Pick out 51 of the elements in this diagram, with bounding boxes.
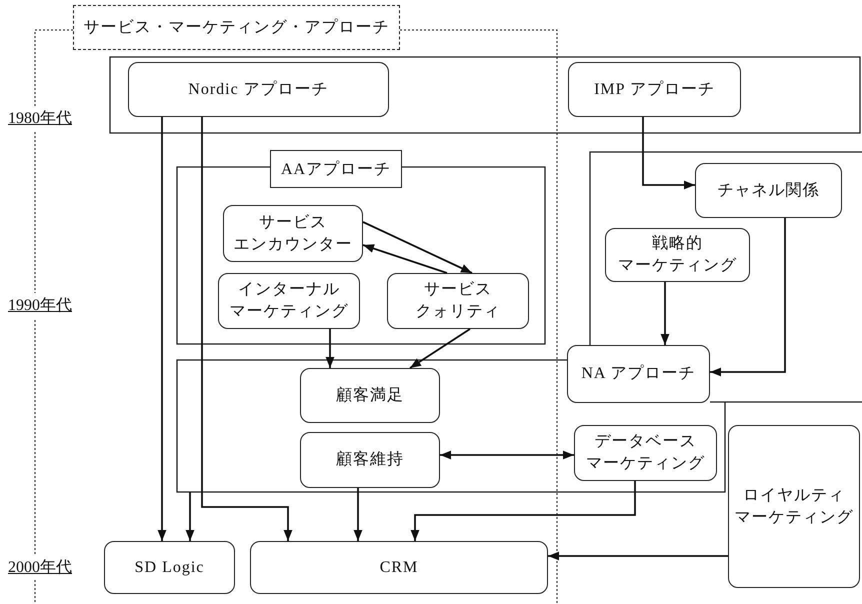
process-box	[605, 228, 750, 282]
box-label: NA アプローチ	[581, 364, 696, 384]
box-label: 顧客満足	[336, 386, 404, 406]
process-box	[300, 432, 440, 488]
group-frame	[110, 57, 860, 133]
process-box	[223, 205, 363, 262]
arrow	[710, 218, 786, 376]
box-label: SD Logic	[134, 558, 204, 578]
process-box	[567, 345, 710, 403]
process-box	[387, 273, 529, 329]
box-label: ロイヤルティマーケティング	[734, 486, 854, 528]
arrow	[642, 117, 695, 190]
group-heading: サービス・マーケティング・アプローチ	[73, 5, 400, 50]
arrow	[186, 492, 194, 541]
box-label: 戦略的マーケティング	[618, 234, 737, 276]
process-box	[300, 368, 440, 423]
decade-label: 1990年代	[8, 293, 72, 318]
process-box	[728, 425, 860, 588]
box-label: サービスエンカウンター	[234, 212, 352, 254]
process-box	[128, 62, 389, 117]
group-frame	[177, 360, 725, 492]
process-box	[250, 541, 548, 594]
arrow	[410, 481, 636, 541]
process-box	[104, 541, 235, 594]
group-frame	[590, 152, 862, 345]
arrow	[158, 117, 166, 541]
box-label: チャネル関係	[718, 180, 820, 201]
box-label: サービスクォリティ	[416, 280, 500, 322]
box-label: インターナルマーケティング	[230, 280, 348, 322]
arrow	[362, 221, 472, 274]
arrow	[201, 117, 292, 541]
arrow	[354, 488, 362, 541]
box-label: CRM	[380, 558, 418, 578]
arrow	[362, 244, 448, 274]
box-label: IMP アプローチ	[594, 80, 715, 100]
process-box	[574, 425, 717, 481]
process-box	[218, 273, 360, 329]
process-box	[695, 163, 842, 218]
group-heading: AAアプローチ	[270, 150, 402, 188]
arrow	[326, 329, 334, 368]
arrow	[410, 328, 470, 369]
group-frame	[177, 150, 545, 344]
box-label: 顧客維持	[336, 450, 404, 470]
arrow	[440, 450, 574, 460]
arrow	[660, 282, 670, 345]
decade-label: 1980年代	[8, 106, 72, 131]
box-label: Nordic アプローチ	[188, 80, 329, 100]
decade-label: 2000年代	[8, 555, 72, 580]
process-box	[568, 62, 741, 117]
box-label: データベースマーケティング	[586, 432, 705, 474]
arrow	[548, 552, 728, 560]
